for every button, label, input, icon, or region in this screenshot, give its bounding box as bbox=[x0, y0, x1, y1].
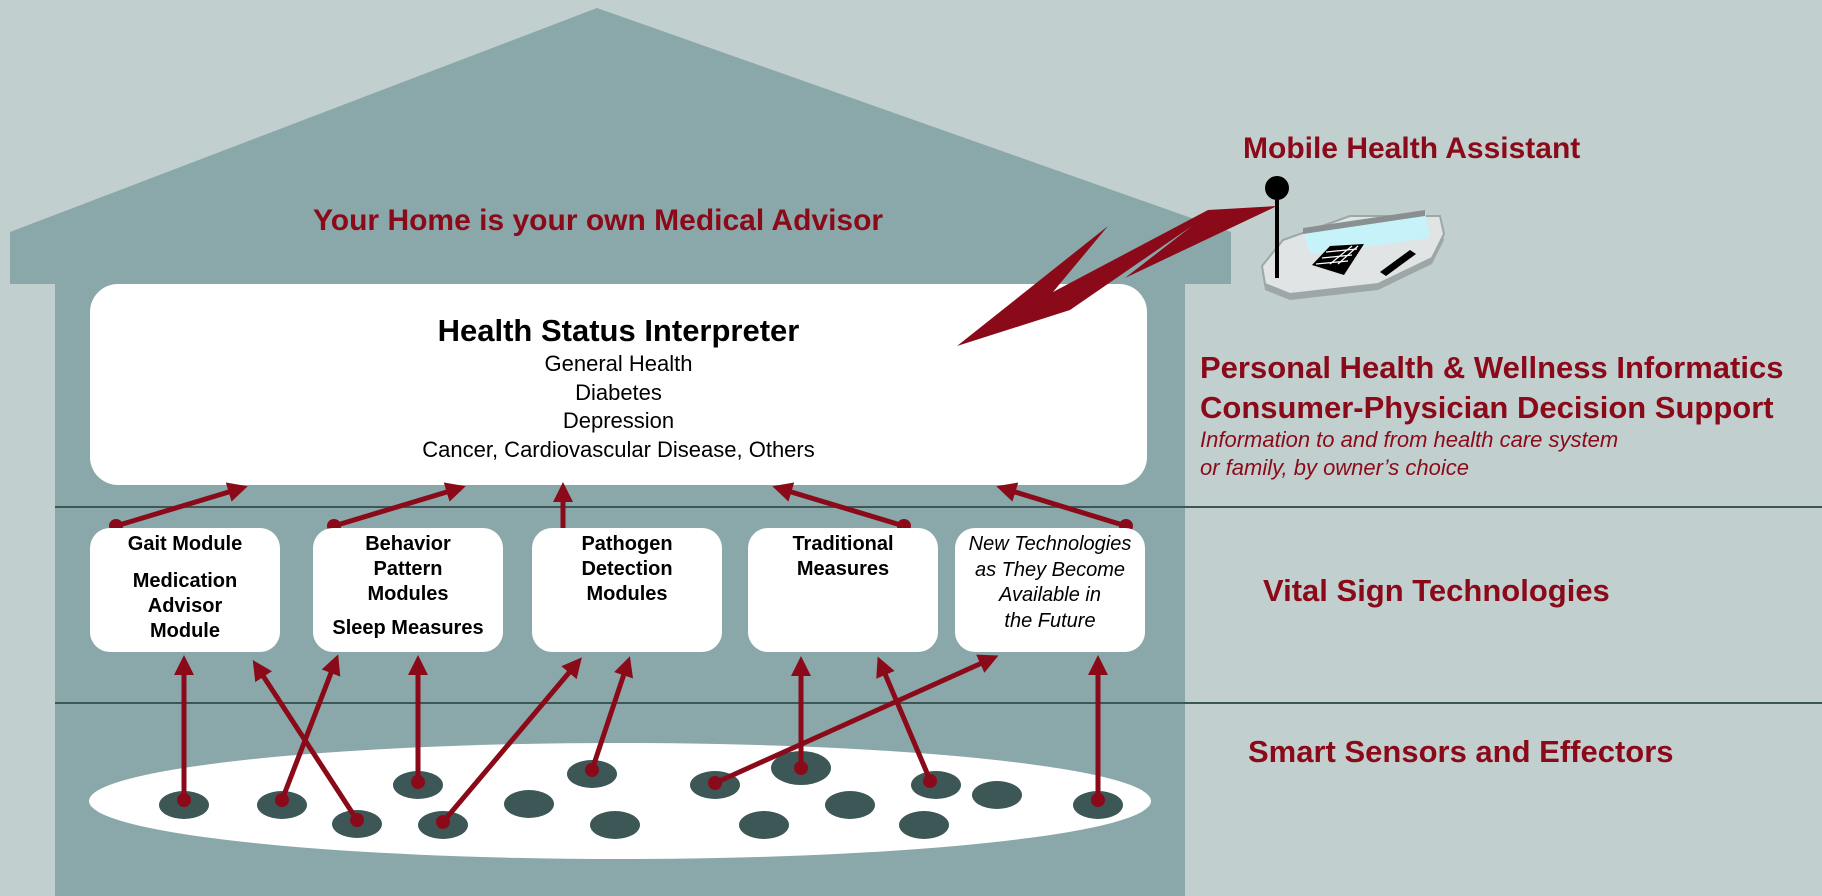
module-label: Gait Module bbox=[127, 533, 243, 555]
module-label: Pattern bbox=[373, 558, 443, 580]
sensor-dot bbox=[825, 791, 875, 819]
module-box-behavior: Behavior Pattern Modules Sleep Measures bbox=[313, 528, 503, 652]
sensor-dot bbox=[504, 790, 554, 818]
sensor-dot bbox=[899, 811, 949, 839]
mobile-device-icon bbox=[1260, 176, 1446, 300]
arrow bbox=[876, 656, 933, 781]
module-label: Traditional bbox=[792, 533, 894, 555]
phw-note-line: or family, by owner’s choice bbox=[1200, 455, 1469, 480]
sensor-arrow-tails bbox=[177, 761, 1105, 829]
module-label: Detection bbox=[581, 558, 673, 580]
module-label: Measures bbox=[796, 558, 890, 580]
module-label: Modules bbox=[367, 583, 449, 605]
arrow bbox=[115, 482, 248, 529]
personal-health-heading: Personal Health & Wellness Informatics C… bbox=[1200, 348, 1783, 428]
arrow-tail bbox=[275, 793, 289, 807]
health-status-interpreter: Health Status Interpreter General Health… bbox=[90, 284, 1147, 464]
module-label: Behavior bbox=[365, 533, 451, 555]
module-label: Pathogen bbox=[581, 533, 673, 555]
arrow bbox=[441, 657, 582, 824]
phw-note: Information to and from health care syst… bbox=[1200, 426, 1618, 482]
page-title: Your Home is your own Medical Advisor bbox=[313, 204, 884, 237]
module-label: Advisor bbox=[147, 595, 223, 617]
health-status-interpreter-box bbox=[90, 284, 1147, 485]
module-box-traditional: Traditional Measures bbox=[748, 528, 938, 652]
module-label: Module bbox=[150, 620, 220, 642]
module-box-gait: Gait Module Medication Advisor Module bbox=[90, 528, 280, 652]
arrow-tail bbox=[436, 815, 450, 829]
module-label: Modules bbox=[586, 583, 668, 605]
interpreter-item: Depression bbox=[562, 408, 675, 433]
phw-line: Consumer-Physician Decision Support bbox=[1200, 390, 1774, 425]
module-label: Medication bbox=[132, 570, 238, 592]
sensor-dot bbox=[739, 811, 789, 839]
module-label: as They Become bbox=[974, 558, 1126, 581]
arrow bbox=[996, 482, 1127, 529]
interpreter-item: Cancer, Cardiovascular Disease, Others bbox=[422, 436, 815, 462]
arrow-tail bbox=[585, 763, 599, 777]
arrow bbox=[772, 482, 905, 529]
smart-sensors-label: Smart Sensors and Effectors bbox=[1248, 734, 1674, 769]
module-label: Available in bbox=[999, 584, 1101, 606]
phw-line: Personal Health & Wellness Informatics bbox=[1200, 350, 1784, 385]
module-arrows bbox=[115, 482, 1127, 529]
arrow bbox=[279, 654, 341, 801]
arrow-tail bbox=[708, 776, 722, 790]
module-label: the Future bbox=[1004, 609, 1096, 632]
arrow-tail bbox=[923, 774, 937, 788]
module-label: New Technologies bbox=[968, 533, 1132, 555]
arrow-tail bbox=[177, 793, 191, 807]
arrow-tail bbox=[794, 761, 808, 775]
sensor-dot bbox=[972, 781, 1022, 809]
arrow bbox=[713, 654, 999, 786]
module-box-new-technologies: New Technologies as They Become Availabl… bbox=[955, 528, 1145, 652]
arrow-tail bbox=[411, 775, 425, 789]
interpreter-item: General Health bbox=[544, 351, 693, 376]
wireless-lightning-icon bbox=[957, 206, 1277, 346]
phw-note-line: Information to and from health care syst… bbox=[1200, 427, 1619, 452]
house-roof bbox=[10, 8, 1231, 284]
module-box-pathogen: Pathogen Detection Modules bbox=[532, 528, 722, 652]
sensor-dot bbox=[590, 811, 640, 839]
interpreter-heading: Health Status Interpreter bbox=[437, 313, 800, 348]
arrow bbox=[589, 656, 634, 771]
sensor-arrows bbox=[174, 654, 1108, 824]
arrow bbox=[333, 482, 466, 529]
vital-sign-label: Vital Sign Technologies bbox=[1263, 573, 1610, 608]
module-label: Sleep Measures bbox=[332, 617, 484, 639]
mobile-health-assistant-label: Mobile Health Assistant bbox=[1243, 132, 1581, 165]
sensor-dot bbox=[911, 771, 961, 799]
arrow-tail bbox=[350, 813, 364, 827]
arrow-tail bbox=[1091, 793, 1105, 807]
interpreter-item: Diabetes bbox=[575, 379, 662, 405]
